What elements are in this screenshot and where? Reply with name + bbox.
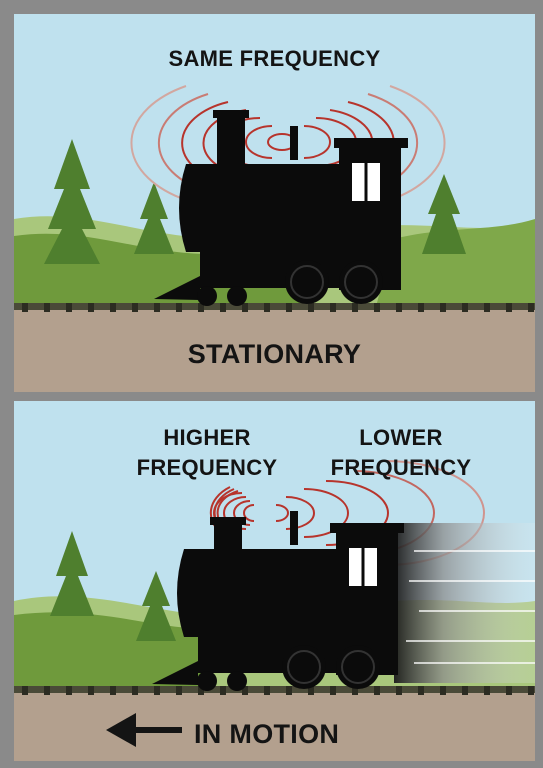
higher-frequency-label: HIGHER FREQUENCY	[102, 423, 312, 483]
same-frequency-label: SAME FREQUENCY	[14, 46, 535, 72]
tree-2	[136, 571, 176, 641]
small-wheel-2	[227, 286, 247, 306]
in-motion-label: IN MOTION	[194, 719, 394, 750]
lower-frequency-label: LOWER FREQUENCY	[296, 423, 506, 483]
boiler	[177, 549, 354, 637]
in-motion-panel: HIGHER FREQUENCY LOWER FREQUENCY IN MOTI…	[14, 401, 535, 761]
smokestack	[217, 114, 245, 166]
small-wheel-1	[197, 671, 217, 691]
motion-blur	[394, 523, 535, 683]
tree-3	[422, 174, 466, 254]
small-wheel-1	[197, 286, 217, 306]
whistle	[290, 126, 298, 160]
whistle	[290, 511, 298, 545]
small-wheel-2	[227, 671, 247, 691]
tree-1	[50, 531, 94, 616]
boiler	[179, 164, 359, 252]
stationary-panel: SAME FREQUENCY STATIONARY	[14, 14, 535, 392]
stationary-label: STATIONARY	[14, 339, 535, 370]
